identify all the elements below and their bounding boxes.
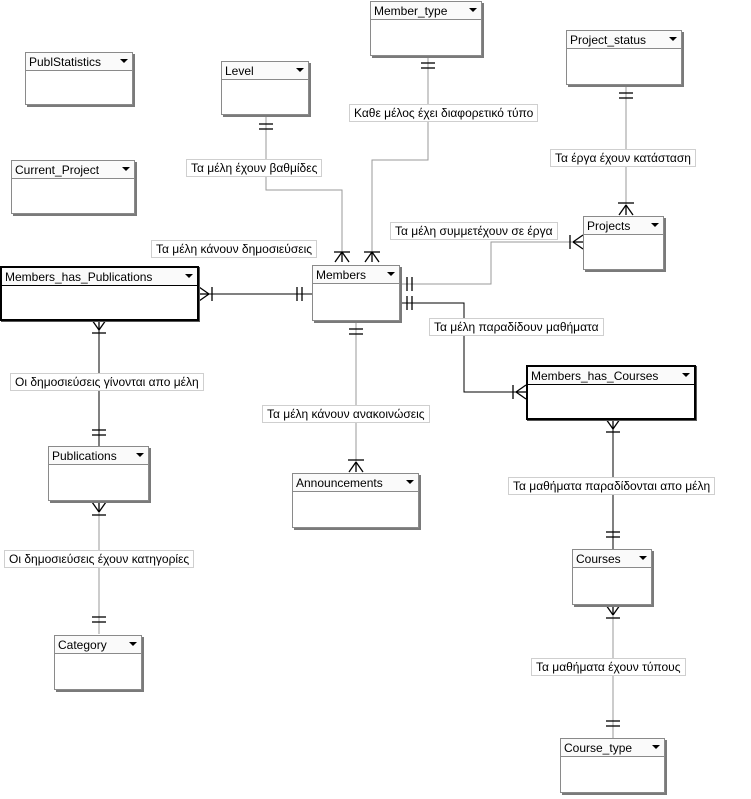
entity-header[interactable]: Announcements <box>293 474 418 492</box>
line-level-members <box>265 115 343 262</box>
entity-title: Announcements <box>296 476 383 490</box>
entity-publstatistics[interactable]: PublStatistics <box>25 52 133 105</box>
entity-title: Projects <box>587 219 631 233</box>
relationship-label-announcements[interactable]: Τα μέλη κάνουν ανακοινώσεις <box>262 405 430 423</box>
chevron-down-icon[interactable] <box>122 167 130 171</box>
chevron-down-icon[interactable] <box>682 373 690 377</box>
chevron-down-icon[interactable] <box>639 556 647 560</box>
relationship-label-member-type[interactable]: Καθε μέλος έχει διαφορετικό τύπο <box>349 104 539 122</box>
entity-current-project[interactable]: Current_Project <box>11 160 135 214</box>
chevron-down-icon[interactable] <box>120 59 128 63</box>
entity-title: Level <box>225 64 254 78</box>
relationship-label-course-types[interactable]: Τα μαθήματα έχουν τύπους <box>531 658 686 676</box>
entity-announcements[interactable]: Announcements <box>292 473 419 528</box>
entity-header[interactable]: Members_has_Courses <box>528 367 694 385</box>
chevron-down-icon[interactable] <box>296 68 304 72</box>
entity-title: Category <box>58 638 107 652</box>
entity-title: Members <box>316 268 367 282</box>
entity-header[interactable]: Project_status <box>567 31 681 49</box>
entity-project-status[interactable]: Project_status <box>566 30 682 85</box>
chevron-down-icon[interactable] <box>669 37 677 41</box>
entity-category[interactable]: Category <box>54 635 142 690</box>
entity-header[interactable]: Member_type <box>371 2 481 20</box>
relationship-label-courses-members[interactable]: Τα μέλη παραδίδουν μαθήματα <box>429 318 604 336</box>
entity-title: Project_status <box>570 33 647 47</box>
relationship-label-publications-members[interactable]: Τα μέλη κάνουν δημοσιεύσεις <box>151 240 318 258</box>
entity-header[interactable]: Course_type <box>561 739 664 757</box>
chevron-down-icon[interactable] <box>185 274 193 278</box>
entity-title: Courses <box>576 552 621 566</box>
line-projects-members <box>400 241 583 285</box>
chevron-down-icon[interactable] <box>651 223 659 227</box>
entity-title: PublStatistics <box>29 55 102 69</box>
chevron-down-icon[interactable] <box>406 480 414 484</box>
entity-title: Publications <box>52 449 117 463</box>
entity-members[interactable]: Members <box>312 265 400 321</box>
entity-header[interactable]: Courses <box>573 550 651 568</box>
entity-members-has-courses[interactable]: Members_has_Courses <box>526 365 696 420</box>
entity-title: Current_Project <box>15 163 100 177</box>
chevron-down-icon[interactable] <box>129 642 137 646</box>
entity-level[interactable]: Level <box>221 61 309 115</box>
entity-title: Course_type <box>564 741 633 755</box>
entity-header[interactable]: Publications <box>49 447 148 465</box>
entity-title: Members_has_Courses <box>531 369 659 383</box>
entity-header[interactable]: Level <box>222 62 308 80</box>
entity-publications[interactable]: Publications <box>48 446 149 501</box>
chevron-down-icon[interactable] <box>136 453 144 457</box>
entity-members-has-publications[interactable]: Members_has_Publications <box>0 266 199 321</box>
relationship-label-publication-category[interactable]: Οι δημοσιεύσεις έχουν κατηγορίες <box>4 550 195 568</box>
chevron-down-icon[interactable] <box>652 745 660 749</box>
entity-header[interactable]: Projects <box>584 217 663 235</box>
relationship-label-project-status[interactable]: Τα έργα έχουν κατάσταση <box>550 149 696 167</box>
entity-title: Member_type <box>374 4 448 18</box>
entity-header[interactable]: Current_Project <box>12 161 134 179</box>
line-members-mhc <box>400 302 526 393</box>
relationship-label-projects[interactable]: Τα μέλη συμμετέχουν σε έργα <box>390 222 558 240</box>
relationship-label-courses-delivered[interactable]: Τα μαθήματα παραδίδονται απο μέλη <box>508 477 716 495</box>
chevron-down-icon[interactable] <box>469 8 477 12</box>
entity-title: Members_has_Publications <box>5 270 153 284</box>
relationship-label-publications-made[interactable]: Οι δημοσιεύσεις γίνονται απο μέλη <box>10 373 204 391</box>
entity-header[interactable]: Members_has_Publications <box>2 268 197 286</box>
relationship-label-level[interactable]: Τα μέλη έχουν βαθμίδες <box>186 159 323 177</box>
entity-header[interactable]: Category <box>55 636 141 654</box>
entity-projects[interactable]: Projects <box>583 216 664 270</box>
entity-courses[interactable]: Courses <box>572 549 652 605</box>
entity-course-type[interactable]: Course_type <box>560 738 665 793</box>
chevron-down-icon[interactable] <box>387 272 395 276</box>
entity-header[interactable]: PublStatistics <box>26 53 132 71</box>
entity-member-type[interactable]: Member_type <box>370 1 482 56</box>
entity-header[interactable]: Members <box>313 266 399 284</box>
